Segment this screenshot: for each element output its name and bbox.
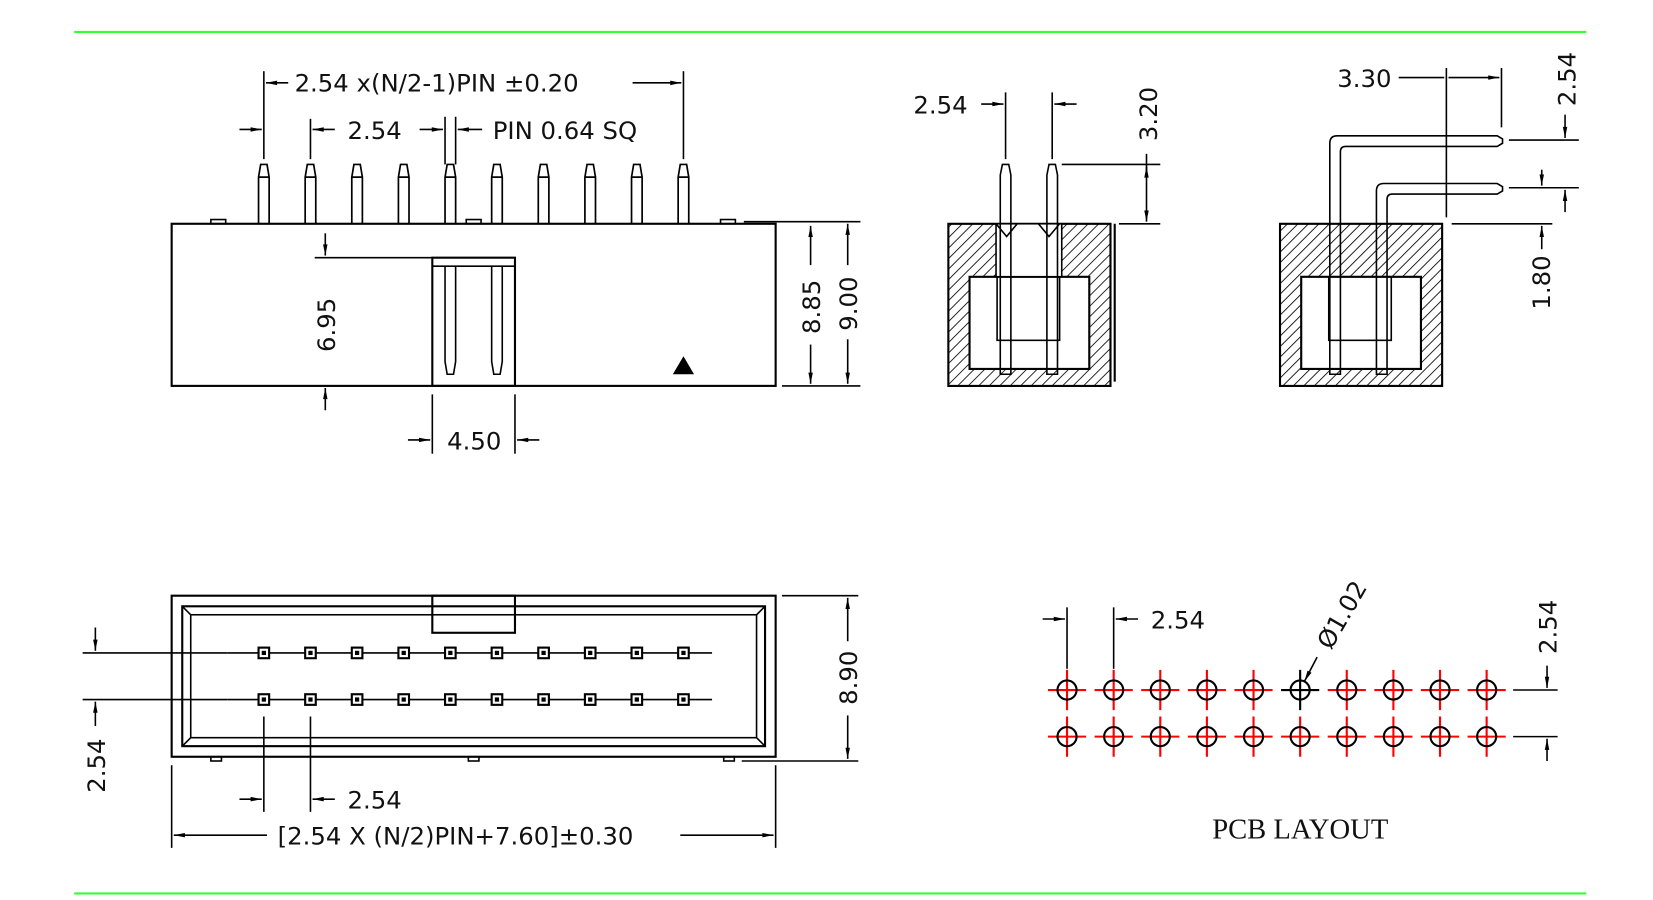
pcb-hole — [1103, 679, 1125, 701]
row-pitch-label: 2.54 — [1553, 52, 1582, 106]
key-tab-mid — [465, 218, 482, 225]
pin — [584, 163, 597, 224]
pin1-triangle-icon — [672, 356, 695, 375]
pin-center — [588, 697, 593, 702]
side-view-right-angle: 3.30 2.54 1.80 — [1278, 52, 1582, 387]
hatched-body — [1278, 222, 1444, 387]
pcb-hole — [1476, 679, 1498, 701]
pcb-hole — [1242, 726, 1265, 748]
pin — [444, 163, 457, 224]
pcb-hole — [1242, 679, 1265, 701]
pin — [257, 163, 270, 224]
right-angle-pin-inner — [1375, 182, 1504, 376]
pin-center — [354, 650, 360, 656]
pin — [999, 163, 1012, 376]
pcb-hole — [1196, 679, 1218, 701]
pcb-hole — [1382, 726, 1404, 748]
pcb-row-pitch-label: 2.54 — [1534, 600, 1563, 654]
pin-center — [681, 650, 686, 656]
bottom-pins — [257, 646, 690, 706]
width-label: 8.90 — [834, 651, 863, 705]
side-view-straight: 2.54 3.20 — [913, 87, 1163, 387]
pin-center — [354, 697, 360, 702]
pitch-label: 2.54 — [348, 116, 402, 145]
pin-center — [494, 650, 500, 656]
pin-center — [634, 650, 639, 656]
front-view: 2.54 x(N/2-1)PIN ±0.20 2.54 PIN 0.64 SQ … — [170, 68, 863, 455]
pin-center — [448, 650, 453, 656]
pin-center — [634, 697, 639, 702]
hole-diameter-label: Ø1.02 — [1311, 576, 1373, 654]
offset-label: 3.30 — [1337, 64, 1391, 93]
pin — [537, 163, 550, 224]
polarization-slot — [431, 256, 517, 387]
key-tab-right — [719, 218, 737, 225]
pcb-hole — [1056, 679, 1078, 701]
pcb-hole — [1382, 679, 1404, 701]
height-label: 1.80 — [1527, 255, 1556, 309]
pin-center — [541, 697, 546, 702]
pcb-hole — [1149, 679, 1171, 701]
length-label: [2.54 X (N/2)PIN+7.60]±0.30 — [278, 822, 634, 851]
total-height-label: 9.00 — [834, 277, 863, 331]
pin — [490, 163, 504, 224]
pin — [397, 163, 410, 224]
pin-center — [401, 650, 406, 656]
depth-label: 6.95 — [312, 298, 341, 352]
bottom-row-pitch-label: 2.54 — [82, 739, 111, 793]
pcb-hole — [1429, 726, 1451, 748]
pcb-hole — [1103, 726, 1125, 748]
body-height-label: 8.85 — [797, 280, 826, 334]
slot-pin — [490, 266, 504, 376]
pin — [1046, 163, 1059, 376]
pitch-total-label: 2.54 x(N/2-1)PIN ±0.20 — [295, 68, 579, 97]
pin — [350, 163, 364, 224]
pcb-pitch-label: 2.54 — [1151, 606, 1205, 635]
pcb-hole — [1336, 726, 1358, 748]
bottom-pitch-label: 2.54 — [348, 786, 402, 815]
pcb-hole — [1149, 726, 1171, 748]
pin-center — [308, 697, 313, 702]
pcb-hole — [1056, 726, 1078, 748]
pin-center — [681, 697, 686, 702]
pin — [630, 163, 643, 224]
pin-center — [401, 697, 406, 702]
pcb-hole — [1196, 726, 1218, 748]
polarization-notch — [431, 594, 517, 634]
pin — [677, 163, 690, 224]
pin-center — [588, 650, 593, 656]
front-pins — [257, 163, 690, 224]
pin-center — [541, 650, 546, 656]
right-angle-pin-outer — [1329, 135, 1504, 376]
pcb-holes — [1047, 669, 1506, 757]
pin-center — [261, 697, 266, 702]
pin — [304, 163, 317, 224]
pin-center — [494, 697, 500, 702]
pcb-hole — [1289, 726, 1311, 748]
pcb-layout: 2.54 Ø1.02 2.54 PCB LAYOUT — [1042, 576, 1563, 845]
pin-height-label: 3.20 — [1134, 87, 1163, 141]
pcb-hole — [1336, 679, 1358, 701]
pcb-layout-title: PCB LAYOUT — [1212, 814, 1388, 845]
key-tab-left — [210, 218, 227, 225]
side-pitch-label: 2.54 — [913, 91, 967, 120]
pin-center — [308, 650, 313, 656]
pin-center — [448, 697, 453, 702]
slot-width-label: 4.50 — [447, 426, 501, 455]
bottom-view: 2.54 8.90 2.54 [2.54 X (N/2)PIN+7.60]±0.… — [82, 594, 863, 851]
pcb-hole — [1429, 679, 1451, 701]
pcb-hole — [1289, 679, 1311, 701]
pcb-hole — [1476, 726, 1498, 748]
slot-pin — [444, 266, 457, 376]
pin-center — [261, 650, 266, 656]
pin-size-label: PIN 0.64 SQ — [493, 116, 637, 145]
